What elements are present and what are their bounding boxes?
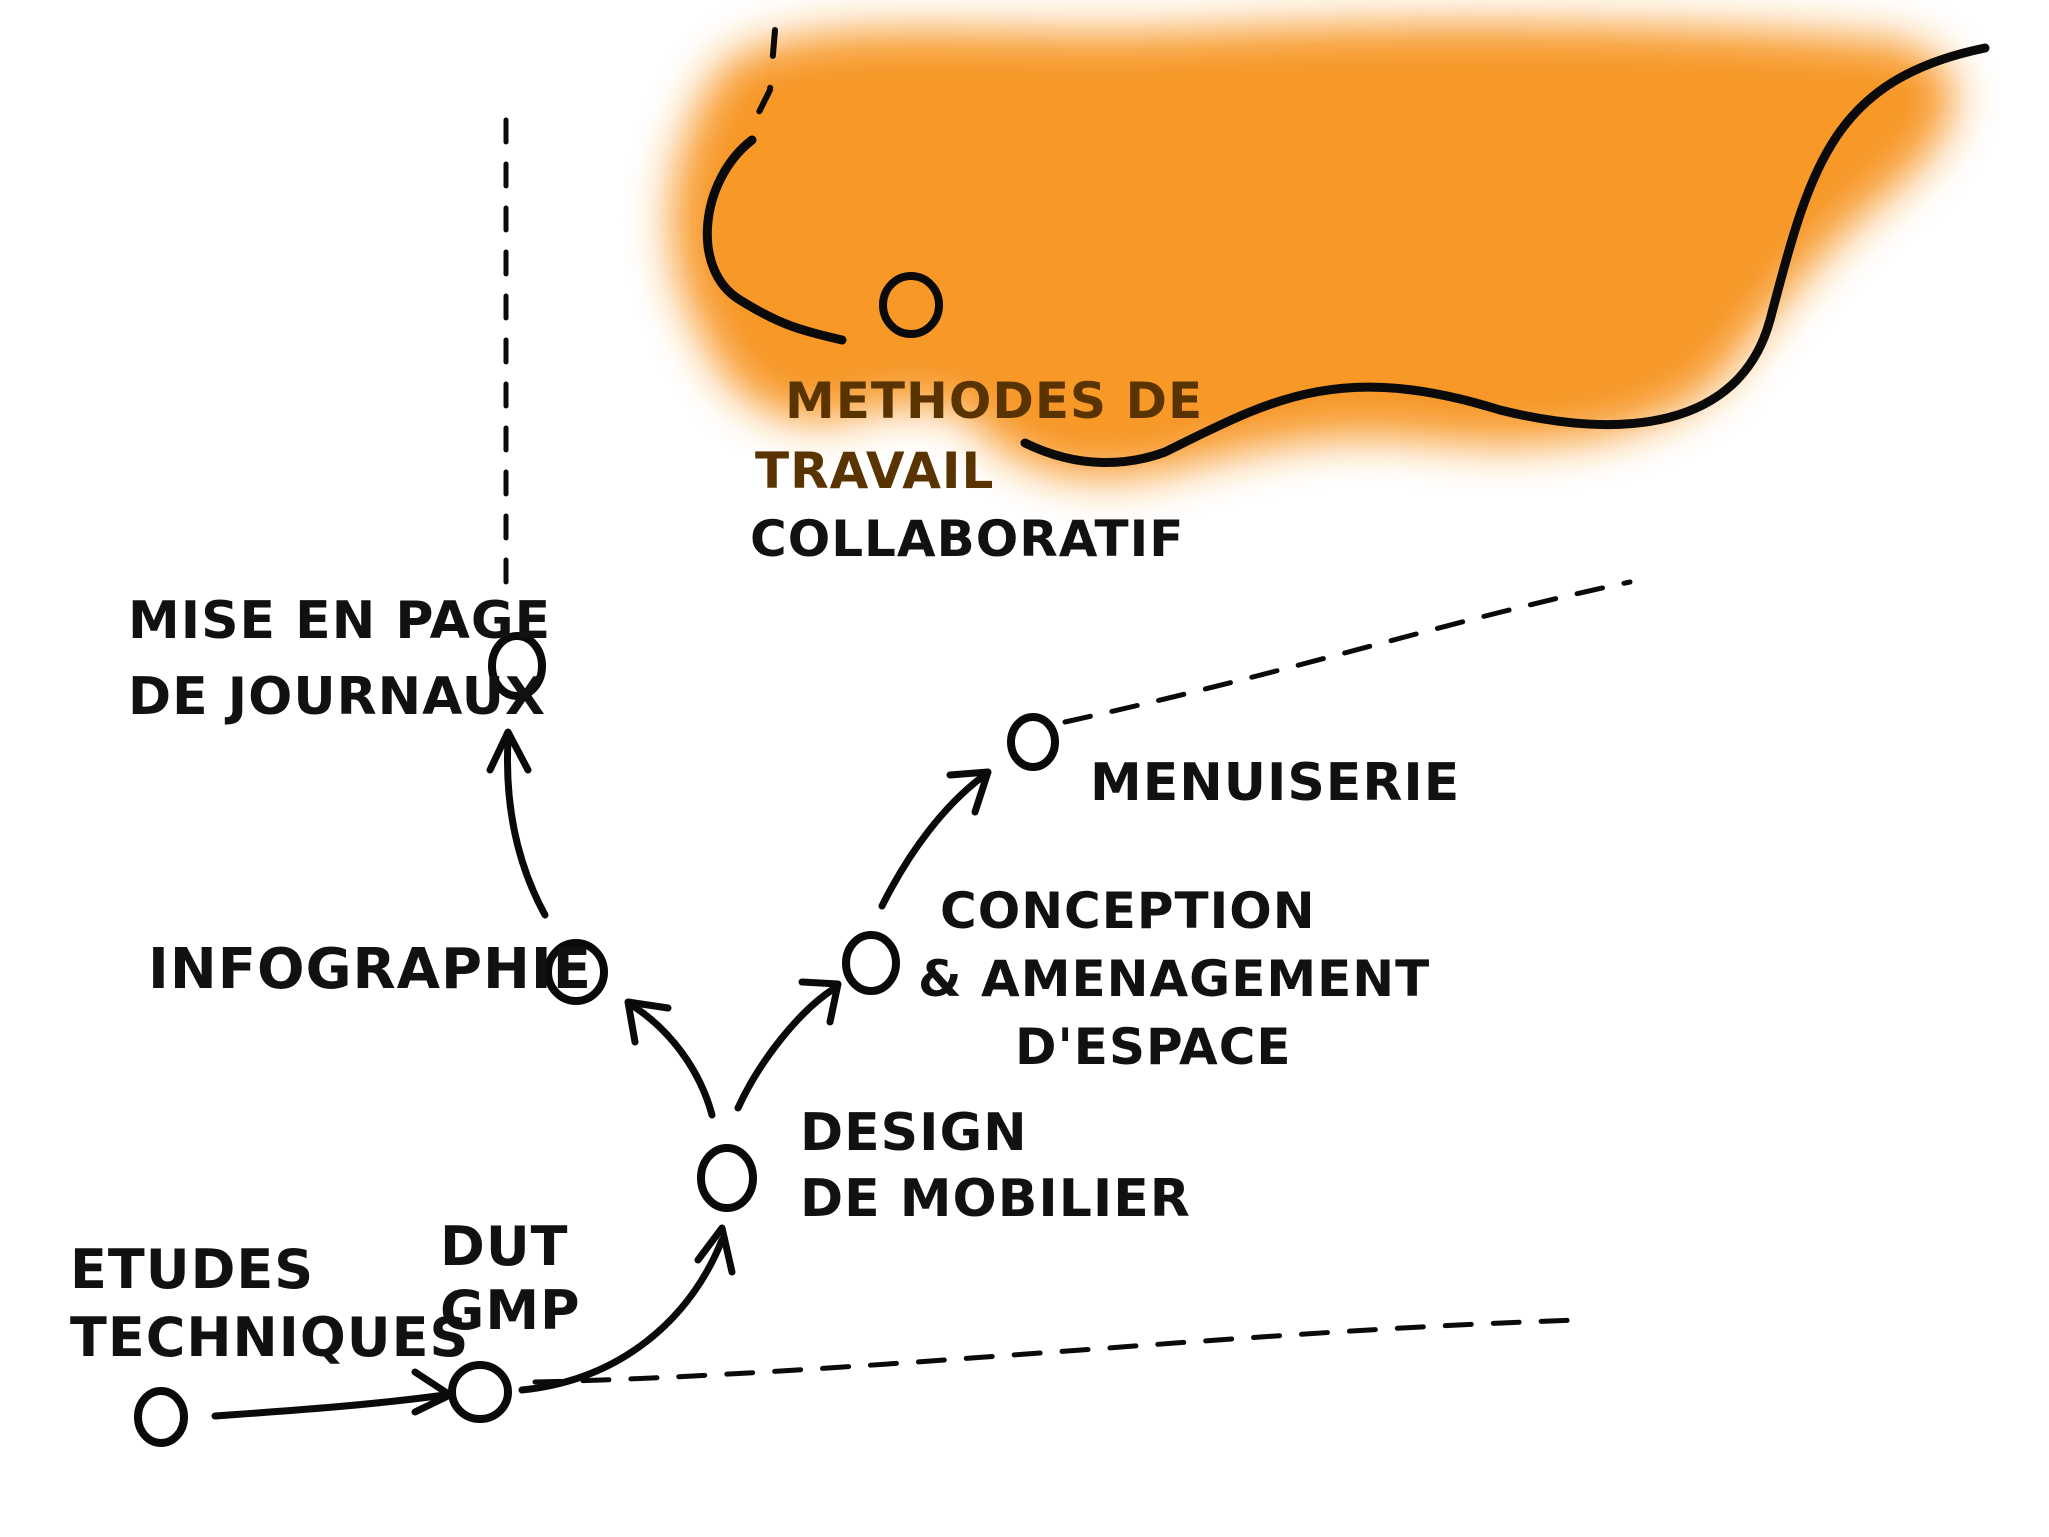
node-circles [134, 272, 1059, 1447]
arrow-dut-to-design [518, 1236, 726, 1394]
label-infographie: INFOGRAPHIE [148, 937, 592, 1002]
orange-highlight-cloud [671, 23, 1954, 478]
label-design: DESIGN DE MOBILIER [800, 1103, 1191, 1229]
arrow-design-to-infographie [629, 1002, 716, 1119]
node-menuiserie-circle [1007, 713, 1059, 771]
node-conception-circle [842, 931, 900, 995]
cloud-outline-strokes [702, 43, 1990, 468]
label-conception: CONCEPTION & AMENAGEMENT D'ESPACE [918, 882, 1449, 1076]
arrows [211, 728, 992, 1420]
cloud-bottom-right-curve [1020, 43, 1990, 468]
cloud-left-curve [702, 135, 847, 345]
node-mise-en-page-circle [488, 632, 546, 700]
label-mise-en-page: MISE EN PAGE DE JOURNAUX [128, 591, 570, 727]
node-labels: ETUDES TECHNIQUES DUT GMP DESIGN DE MOBI… [70, 372, 1460, 1369]
arrow-etudes-to-dut [211, 1391, 449, 1420]
label-dut: DUT GMP [440, 1215, 588, 1342]
node-etudes-circle [134, 1387, 188, 1447]
node-methodes-circle [879, 272, 943, 338]
node-design-circle [697, 1144, 757, 1212]
label-etudes: ETUDES TECHNIQUES [70, 1238, 469, 1369]
dashed-upper-diagonal [1062, 579, 1633, 725]
dashed-top-fragment [752, 27, 778, 123]
label-menuiserie: MENUISERIE [1090, 753, 1460, 813]
node-dut-circle [448, 1361, 512, 1423]
dashed-lower-line [532, 1317, 1583, 1385]
arrow-conception-to-menuiserie [878, 773, 986, 910]
arrow-infographie-to-mise-en-page [504, 736, 549, 919]
node-infographie-circle [544, 939, 608, 1005]
label-methodes: METHODES DE TRAVAIL COLLABORATIF [750, 372, 1222, 568]
dashed-guides [503, 27, 1633, 1385]
arrow-design-to-conception [734, 984, 839, 1112]
